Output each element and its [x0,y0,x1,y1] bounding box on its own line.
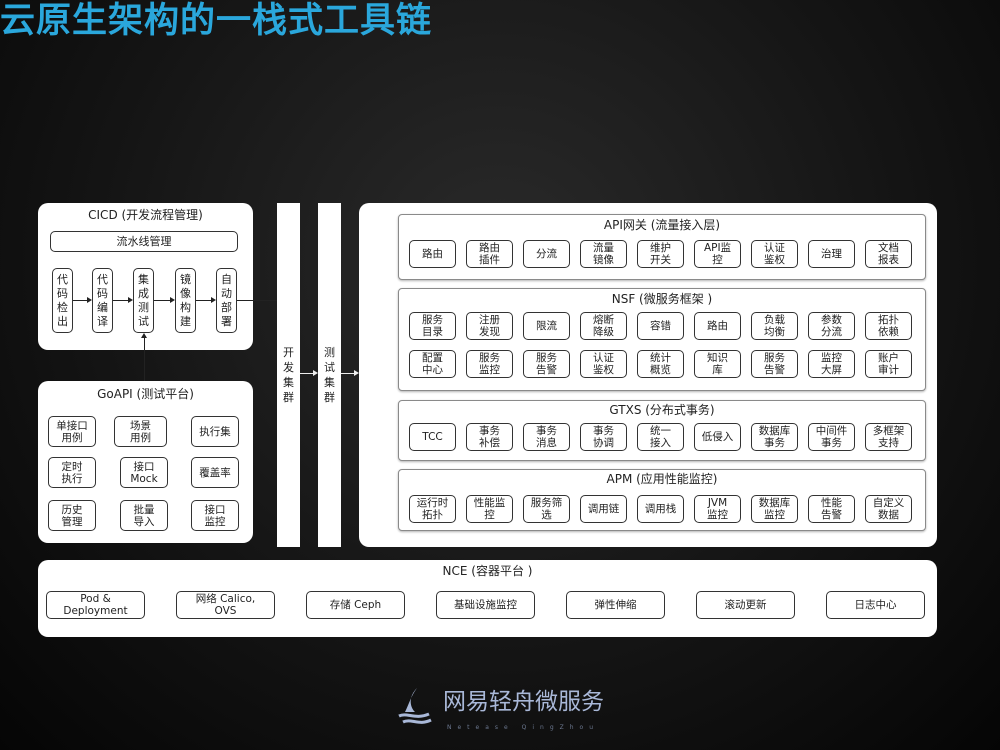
apm-item: 调用栈 [637,495,684,523]
nce-title: NCE (容器平台 ) [442,564,533,578]
logo: 网易轻舟微服务 Netease QingZhou [395,686,610,736]
cicd-step: 集成测试 [133,268,154,333]
gtxs-title: GTXS (分布式事务) [609,403,715,417]
apm-item: 运行时 拓扑 [409,495,456,523]
goapi-item: 单接口 用例 [48,416,96,447]
arrow-step [73,300,89,301]
goapi-item: 执行集 [191,416,239,447]
nsf-item: 服务 告警 [751,350,798,378]
nsf-item: 注册 发现 [466,312,513,340]
api-gateway-item: 流量 镜像 [580,240,627,268]
nsf-item: 限流 [523,312,570,340]
nce-item: 基础设施监控 [436,591,535,619]
apm-item: JVM 监控 [694,495,741,523]
nce-item: 存储 Ceph [306,591,405,619]
apm-item: 数据库 监控 [751,495,798,523]
test-cluster-label: 测试集群 [324,346,335,404]
nsf-item: 统计 概览 [637,350,684,378]
nsf-item: 容错 [637,312,684,340]
arrow-deploy-to-dev [237,300,277,301]
nsf-item: 参数 分流 [808,312,855,340]
goapi-item: 接口 Mock [120,457,168,488]
nsf-item: 知识 库 [694,350,741,378]
arrow-step [154,300,172,301]
api-gateway-item: 维护 开关 [637,240,684,268]
nce-item: 弹性伸缩 [566,591,665,619]
gtxs-item: 低侵入 [694,423,741,451]
goapi-item: 接口 监控 [191,500,239,531]
arrow-step [196,300,213,301]
arrow-head [141,333,147,338]
nce-item: 滚动更新 [696,591,795,619]
apm-item: 性能 告警 [808,495,855,523]
nsf-item: 服务 目录 [409,312,456,340]
api-gateway-item: 文档 报表 [865,240,912,268]
nsf-item: 配置 中心 [409,350,456,378]
logo-subtitle: Netease QingZhou [447,724,600,731]
arrow-dev-to-test [300,373,315,374]
cicd-step: 代码检出 [52,268,73,333]
gtxs-item: TCC [409,423,456,451]
cicd-step: 镜像构建 [175,268,196,333]
arrow-head [313,370,318,376]
goapi-item: 批量 导入 [120,500,168,531]
gtxs-item: 数据库 事务 [751,423,798,451]
apm-title: APM (应用性能监控) [606,472,718,486]
pipeline-management: 流水线管理 [50,231,238,252]
gtxs-item: 事务 消息 [523,423,570,451]
arrow-head [211,297,216,303]
logo-sail-icon [398,688,432,724]
nsf-item: 负载 均衡 [751,312,798,340]
arrow-head [87,297,92,303]
nsf-item: 熔断 降级 [580,312,627,340]
nsf-item: 监控 大屏 [808,350,855,378]
gtxs-item: 事务 补偿 [466,423,513,451]
api-gateway-item: 治理 [808,240,855,268]
api-gateway-item: 分流 [523,240,570,268]
page-title: 云原生架构的一栈式工具链 [0,1,433,41]
gtxs-item: 事务 协调 [580,423,627,451]
goapi-item: 历史 管理 [48,500,96,531]
arrow-head [170,297,175,303]
dev-cluster-label: 开发集群 [283,346,294,404]
gtxs-item: 多框架 支持 [865,423,912,451]
apm-item: 调用链 [580,495,627,523]
goapi-item: 场景 用例 [114,416,167,447]
gtxs-item: 中间件 事务 [808,423,855,451]
gtxs-item: 统一 接入 [637,423,684,451]
goapi-item: 定时 执行 [48,457,96,488]
logo-text: 网易轻舟微服务 [443,689,604,715]
nsf-item: 账户 审计 [865,350,912,378]
dev-cluster: 开发集群 [277,203,300,547]
nce-item: 网络 Calico, OVS [176,591,275,619]
arrow-head [354,370,359,376]
nsf-item: 路由 [694,312,741,340]
nsf-item: 认证 鉴权 [580,350,627,378]
api-gateway-item: API监 控 [694,240,741,268]
cicd-title: CICD (开发流程管理) [88,208,203,222]
test-cluster: 测试集群 [318,203,341,547]
nce-item: 日志中心 [826,591,925,619]
cicd-step: 自动部署 [216,268,237,333]
arrow-test-to-services [341,373,356,374]
nsf-item: 服务 监控 [466,350,513,378]
apm-item: 性能监 控 [466,495,513,523]
api-gateway-title: API网关 (流量接入层) [603,218,721,232]
arrow-goapi-to-test [144,336,145,381]
arrow-head [128,297,133,303]
nce-item: Pod & Deployment [46,591,145,619]
nsf-item: 拓扑 依赖 [865,312,912,340]
nsf-title: NSF (微服务框架 ) [611,292,713,306]
api-gateway-item: 路由 [409,240,456,268]
apm-item: 服务筛 选 [523,495,570,523]
goapi-title: GoAPI (测试平台) [97,387,194,401]
apm-item: 自定义 数据 [865,495,912,523]
nsf-item: 服务 告警 [523,350,570,378]
arrow-step [113,300,130,301]
cicd-step: 代码编译 [92,268,113,333]
api-gateway-item: 路由 插件 [466,240,513,268]
goapi-item: 覆盖率 [191,457,239,488]
api-gateway-item: 认证 鉴权 [751,240,798,268]
